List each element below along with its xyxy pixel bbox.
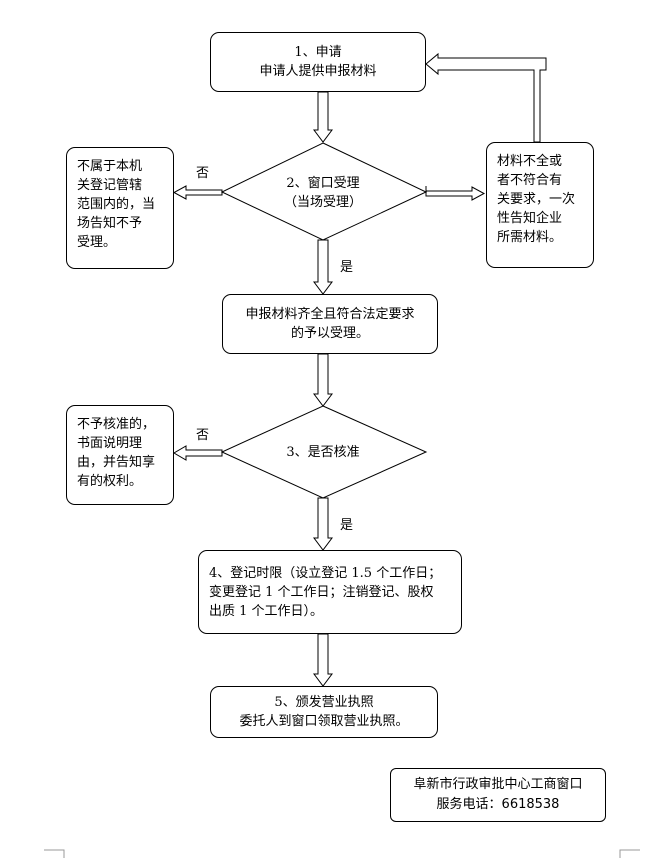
incomplete-materials-box: 材料不全或 者不符合有 关要求，一次 性告知企业 所需材料。 bbox=[486, 142, 594, 268]
label-no-review: 否 bbox=[196, 166, 210, 181]
page-corner-mark-right bbox=[619, 849, 640, 858]
arrow-accept-to-approval bbox=[313, 353, 333, 407]
step5-desc: 委托人到窗口领取营业执照。 bbox=[239, 714, 409, 729]
incomplete-line: 材料不全或 bbox=[497, 154, 563, 169]
step4-line-2: 变更登记 1 个工作日；注销登记、股权 bbox=[209, 584, 434, 600]
reject-out-of-scope-box: 不属于本机 关登记管辖 范围内的，当 场告知不予 受理。 bbox=[66, 147, 174, 269]
arrow-step1-to-review bbox=[313, 91, 333, 143]
page-corner-mark-left bbox=[44, 849, 65, 858]
step1-apply-box: 1、申请 申请人提供申报材料 bbox=[210, 32, 426, 92]
contact-office: 阜新市行政审批中心工商窗口 bbox=[413, 777, 583, 792]
reject-line: 范围内的，当 bbox=[77, 197, 156, 212]
reject-line: 关登记管辖 bbox=[77, 178, 143, 193]
arrow-approval-no-left bbox=[173, 445, 223, 461]
accept-line-1: 申报材料齐全且符合法定要求 bbox=[245, 307, 415, 322]
incomplete-line: 关要求，一次 bbox=[497, 192, 576, 207]
step5-title: 5、颁发营业执照 bbox=[274, 695, 374, 710]
step1-title: 1、申请 bbox=[294, 45, 342, 60]
reject-line: 场告知不予 bbox=[77, 216, 143, 231]
diamond-approval bbox=[220, 405, 428, 499]
label-no-approval: 否 bbox=[196, 428, 210, 443]
reject-approval-box: 不予核准的， 书面说明理 由，并告知享 有的权利。 bbox=[66, 405, 174, 505]
reject-line: 不属于本机 bbox=[77, 159, 143, 174]
reject-approval-line: 不予核准的， bbox=[77, 417, 156, 432]
step1-desc: 申请人提供申报材料 bbox=[259, 64, 377, 79]
step2-desc: （当场受理） bbox=[283, 195, 362, 210]
step4-line-1: 4、登记时限（设立登记 1.5 个工作日； bbox=[209, 565, 442, 581]
step2-review-text: 2、窗口受理 （当场受理） bbox=[262, 174, 384, 212]
step2-title: 2、窗口受理 bbox=[286, 176, 360, 191]
step5-license-box: 5、颁发营业执照 委托人到窗口领取营业执照。 bbox=[210, 686, 438, 738]
arrow-review-no-left bbox=[172, 185, 223, 200]
label-yes-review: 是 bbox=[340, 260, 354, 275]
step4-line-3: 出质 1 个工作日）。 bbox=[209, 603, 324, 619]
contact-phone: 服务电话：6618538 bbox=[436, 797, 560, 812]
arrow-approval-to-deadline bbox=[313, 497, 333, 551]
accept-line-2: 的予以受理。 bbox=[290, 326, 369, 341]
reject-approval-line: 由，并告知享 bbox=[77, 455, 156, 470]
incomplete-line: 者不符合有 bbox=[497, 173, 563, 188]
reject-approval-line: 书面说明理 bbox=[77, 436, 143, 451]
step3-title: 3、是否核准 bbox=[286, 445, 360, 460]
reject-approval-line: 有的权利。 bbox=[77, 474, 143, 489]
arrow-review-to-accept bbox=[313, 239, 333, 295]
diamond-window-review bbox=[220, 142, 428, 241]
label-yes-approval: 是 bbox=[340, 518, 354, 533]
contact-box: 阜新市行政审批中心工商窗口 服务电话：6618538 bbox=[390, 768, 606, 822]
arrow-review-right bbox=[425, 186, 486, 201]
accept-box: 申报材料齐全且符合法定要求 的予以受理。 bbox=[222, 294, 438, 354]
incomplete-line: 性告知企业 bbox=[497, 211, 563, 226]
reject-line: 受理。 bbox=[77, 235, 117, 250]
incomplete-line: 所需材料。 bbox=[497, 230, 563, 245]
arrow-deadline-to-license bbox=[313, 633, 333, 687]
step4-deadline-box: 4、登记时限（设立登记 1.5 个工作日； 变更登记 1 个工作日；注销登记、股… bbox=[198, 550, 462, 634]
step3-approval-text: 3、是否核准 bbox=[262, 443, 384, 462]
arrow-return-to-step1 bbox=[425, 52, 547, 143]
